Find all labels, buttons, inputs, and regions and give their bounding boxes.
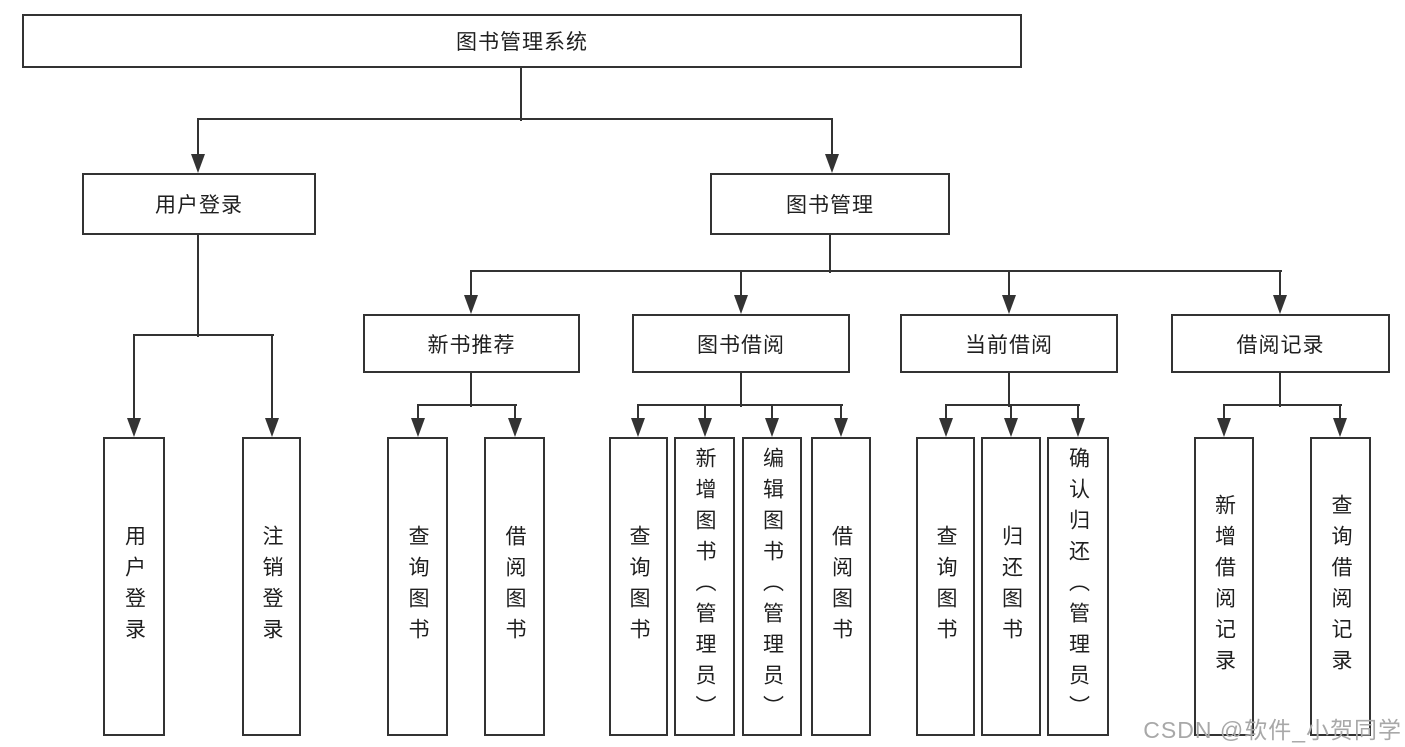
connector-line — [197, 235, 199, 337]
connector-line — [197, 119, 199, 163]
node-label: 用户登录 — [155, 194, 243, 217]
connector-line — [1223, 404, 1342, 406]
arrow-down-icon — [1333, 418, 1347, 437]
node-label: 新书推荐 — [427, 333, 516, 357]
connector-line — [740, 373, 742, 407]
node-leaf-borrow-book-1: 借阅图书 — [484, 437, 545, 736]
node-book-mgmt-branch: 图书管理 — [710, 173, 950, 235]
arrow-down-icon — [765, 418, 779, 437]
arrow-down-icon — [191, 154, 205, 173]
connector-line — [133, 334, 274, 336]
connector-line — [1008, 373, 1010, 407]
arrow-down-icon — [1002, 295, 1016, 314]
node-label: 注销登录 — [260, 524, 283, 649]
connector-line — [470, 270, 1282, 272]
node-book-borrow: 图书借阅 — [632, 314, 850, 373]
node-leaf-query-book-3: 查询图书 — [916, 437, 975, 736]
arrow-down-icon — [825, 154, 839, 173]
node-user-login-branch: 用户登录 — [82, 173, 316, 235]
connector-line — [1077, 405, 1079, 427]
node-borrow-records: 借阅记录 — [1171, 314, 1390, 373]
watermark: CSDN @软件_小贺同学 — [1143, 717, 1402, 743]
node-leaf-logout: 注销登录 — [242, 437, 301, 736]
node-leaf-return-book: 归还图书 — [981, 437, 1041, 736]
node-label: 新增图书（管理员） — [693, 447, 716, 726]
node-label: 当前借阅 — [965, 333, 1053, 357]
connector-line — [637, 404, 843, 406]
connector-line — [840, 405, 842, 427]
node-label: 编辑图书（管理员） — [760, 447, 784, 726]
arrow-down-icon — [1071, 418, 1085, 437]
node-label: 借阅记录 — [1236, 333, 1325, 357]
node-leaf-add-book: 新增图书（管理员） — [674, 437, 735, 736]
node-label: 图书管理系统 — [456, 31, 588, 54]
connector-line — [470, 271, 472, 304]
arrow-down-icon — [411, 418, 425, 437]
arrow-down-icon — [464, 295, 478, 314]
node-leaf-edit-book: 编辑图书（管理员） — [742, 437, 802, 736]
arrow-down-icon — [698, 418, 712, 437]
connector-line — [1223, 405, 1225, 427]
connector-line — [704, 405, 706, 427]
node-label: 借阅图书 — [503, 524, 526, 649]
arrow-down-icon — [939, 418, 953, 437]
node-label: 新增借阅记录 — [1212, 493, 1236, 680]
connector-line — [1279, 373, 1281, 407]
connector-line — [417, 405, 419, 427]
node-label: 查询图书 — [406, 524, 429, 649]
connector-line — [470, 373, 472, 407]
connector-line — [1339, 405, 1341, 427]
arrow-down-icon — [1217, 418, 1231, 437]
connector-line — [1279, 271, 1281, 304]
connector-line — [1008, 271, 1010, 304]
node-current-borrow: 当前借阅 — [900, 314, 1118, 373]
connector-line — [637, 405, 639, 427]
node-leaf-query-record: 查询借阅记录 — [1310, 437, 1371, 736]
node-label: 查询借阅记录 — [1329, 493, 1352, 680]
arrow-down-icon — [508, 418, 522, 437]
arrow-down-icon — [1273, 295, 1287, 314]
connector-line — [133, 335, 135, 427]
arrow-down-icon — [127, 418, 141, 437]
node-label: 用户登录 — [122, 524, 146, 649]
node-leaf-query-book-2: 查询图书 — [609, 437, 668, 736]
node-label: 查询图书 — [627, 524, 650, 649]
arrow-down-icon — [631, 418, 645, 437]
connector-line — [945, 405, 947, 427]
connector-line — [1010, 405, 1012, 427]
connector-line — [740, 271, 742, 304]
node-leaf-add-record: 新增借阅记录 — [1194, 437, 1254, 736]
node-label: 查询图书 — [934, 524, 957, 649]
connector-line — [771, 405, 773, 427]
node-label: 确认归还（管理员） — [1066, 447, 1090, 726]
connector-line — [945, 404, 1080, 406]
connector-line — [271, 335, 273, 427]
node-leaf-borrow-book-2: 借阅图书 — [811, 437, 871, 736]
node-new-book-rec: 新书推荐 — [363, 314, 580, 373]
node-label: 归还图书 — [999, 524, 1023, 649]
connector-line — [831, 119, 833, 163]
node-leaf-query-book-1: 查询图书 — [387, 437, 448, 736]
arrow-down-icon — [1004, 418, 1018, 437]
node-label: 借阅图书 — [829, 524, 853, 649]
node-label: 图书管理 — [786, 194, 874, 217]
node-leaf-confirm-return: 确认归还（管理员） — [1047, 437, 1109, 736]
node-leaf-user-login: 用户登录 — [103, 437, 165, 736]
arrow-down-icon — [834, 418, 848, 437]
connector-line — [829, 235, 831, 273]
connector-line — [514, 405, 516, 427]
connector-line — [197, 118, 833, 120]
arrow-down-icon — [265, 418, 279, 437]
connector-line — [417, 404, 517, 406]
node-root: 图书管理系统 — [22, 14, 1022, 68]
node-label: 图书借阅 — [697, 333, 785, 357]
connector-line — [520, 68, 522, 121]
arrow-down-icon — [734, 295, 748, 314]
